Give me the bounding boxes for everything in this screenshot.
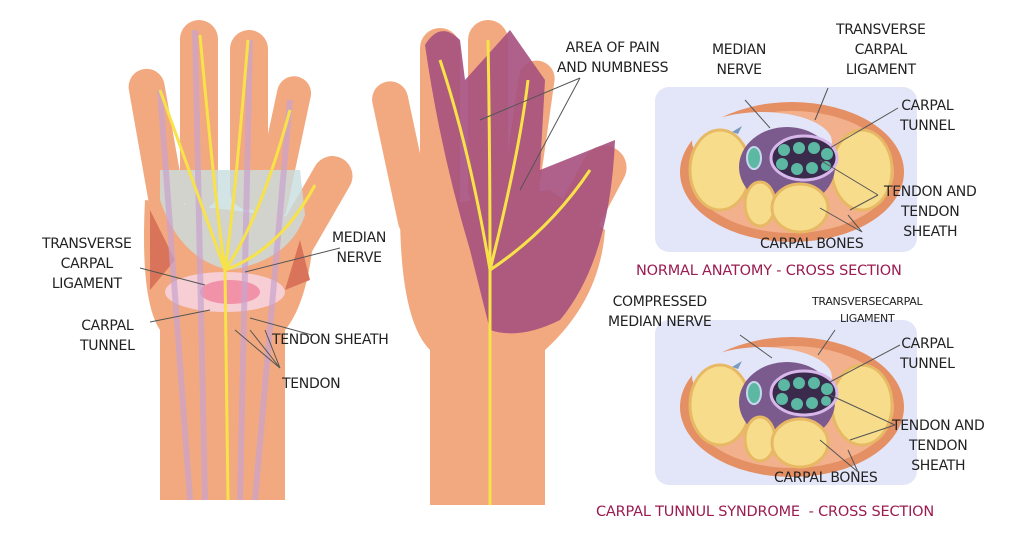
label-transverse-carpal-ligament: TRANSVERSE CARPAL LIGAMENT (42, 236, 132, 292)
caption-carpal-tunnel-syndrome: CARPAL TUNNUL SYNDROME - CROSS SECTION (596, 504, 935, 520)
label-syndrome-transverse-carpal-ligament: TRANSVERSECARPAL LIGAMENT (812, 295, 923, 325)
label-normal-carpal-bones: CARPAL BONES (760, 236, 864, 252)
label-carpal-tunnel: CARPAL TUNNEL (80, 318, 135, 354)
label-tendon: TENDON (282, 376, 341, 392)
label-syndrome-carpal-bones: CARPAL BONES (774, 470, 878, 486)
label-median-nerve: MEDIAN NERVE (332, 230, 387, 266)
label-normal-carpal-tunnel: CARPAL TUNNEL (900, 98, 955, 134)
label-tendon-sheath: TENDON SHEATH (272, 332, 389, 348)
label-syndrome-carpal-tunnel: CARPAL TUNNEL (900, 336, 955, 372)
label-normal-transverse-carpal-ligament: TRANSVERSE CARPAL LIGAMENT (836, 22, 926, 78)
label-compressed-median-nerve: COMPRESSED MEDIAN NERVE (608, 294, 712, 330)
label-normal-median-nerve: MEDIAN NERVE (712, 42, 767, 78)
caption-normal-anatomy: NORMAL ANATOMY - CROSS SECTION (636, 263, 902, 279)
label-normal-tendon-sheath: TENDON AND TENDON SHEATH (884, 184, 977, 240)
symptom-hand-drawing (372, 20, 627, 505)
palm-hand-drawing (128, 20, 353, 501)
label-syndrome-tendon-sheath: TENDON AND TENDON SHEATH (892, 418, 985, 474)
label-area-of-pain: AREA OF PAIN AND NUMBNESS (557, 40, 669, 76)
